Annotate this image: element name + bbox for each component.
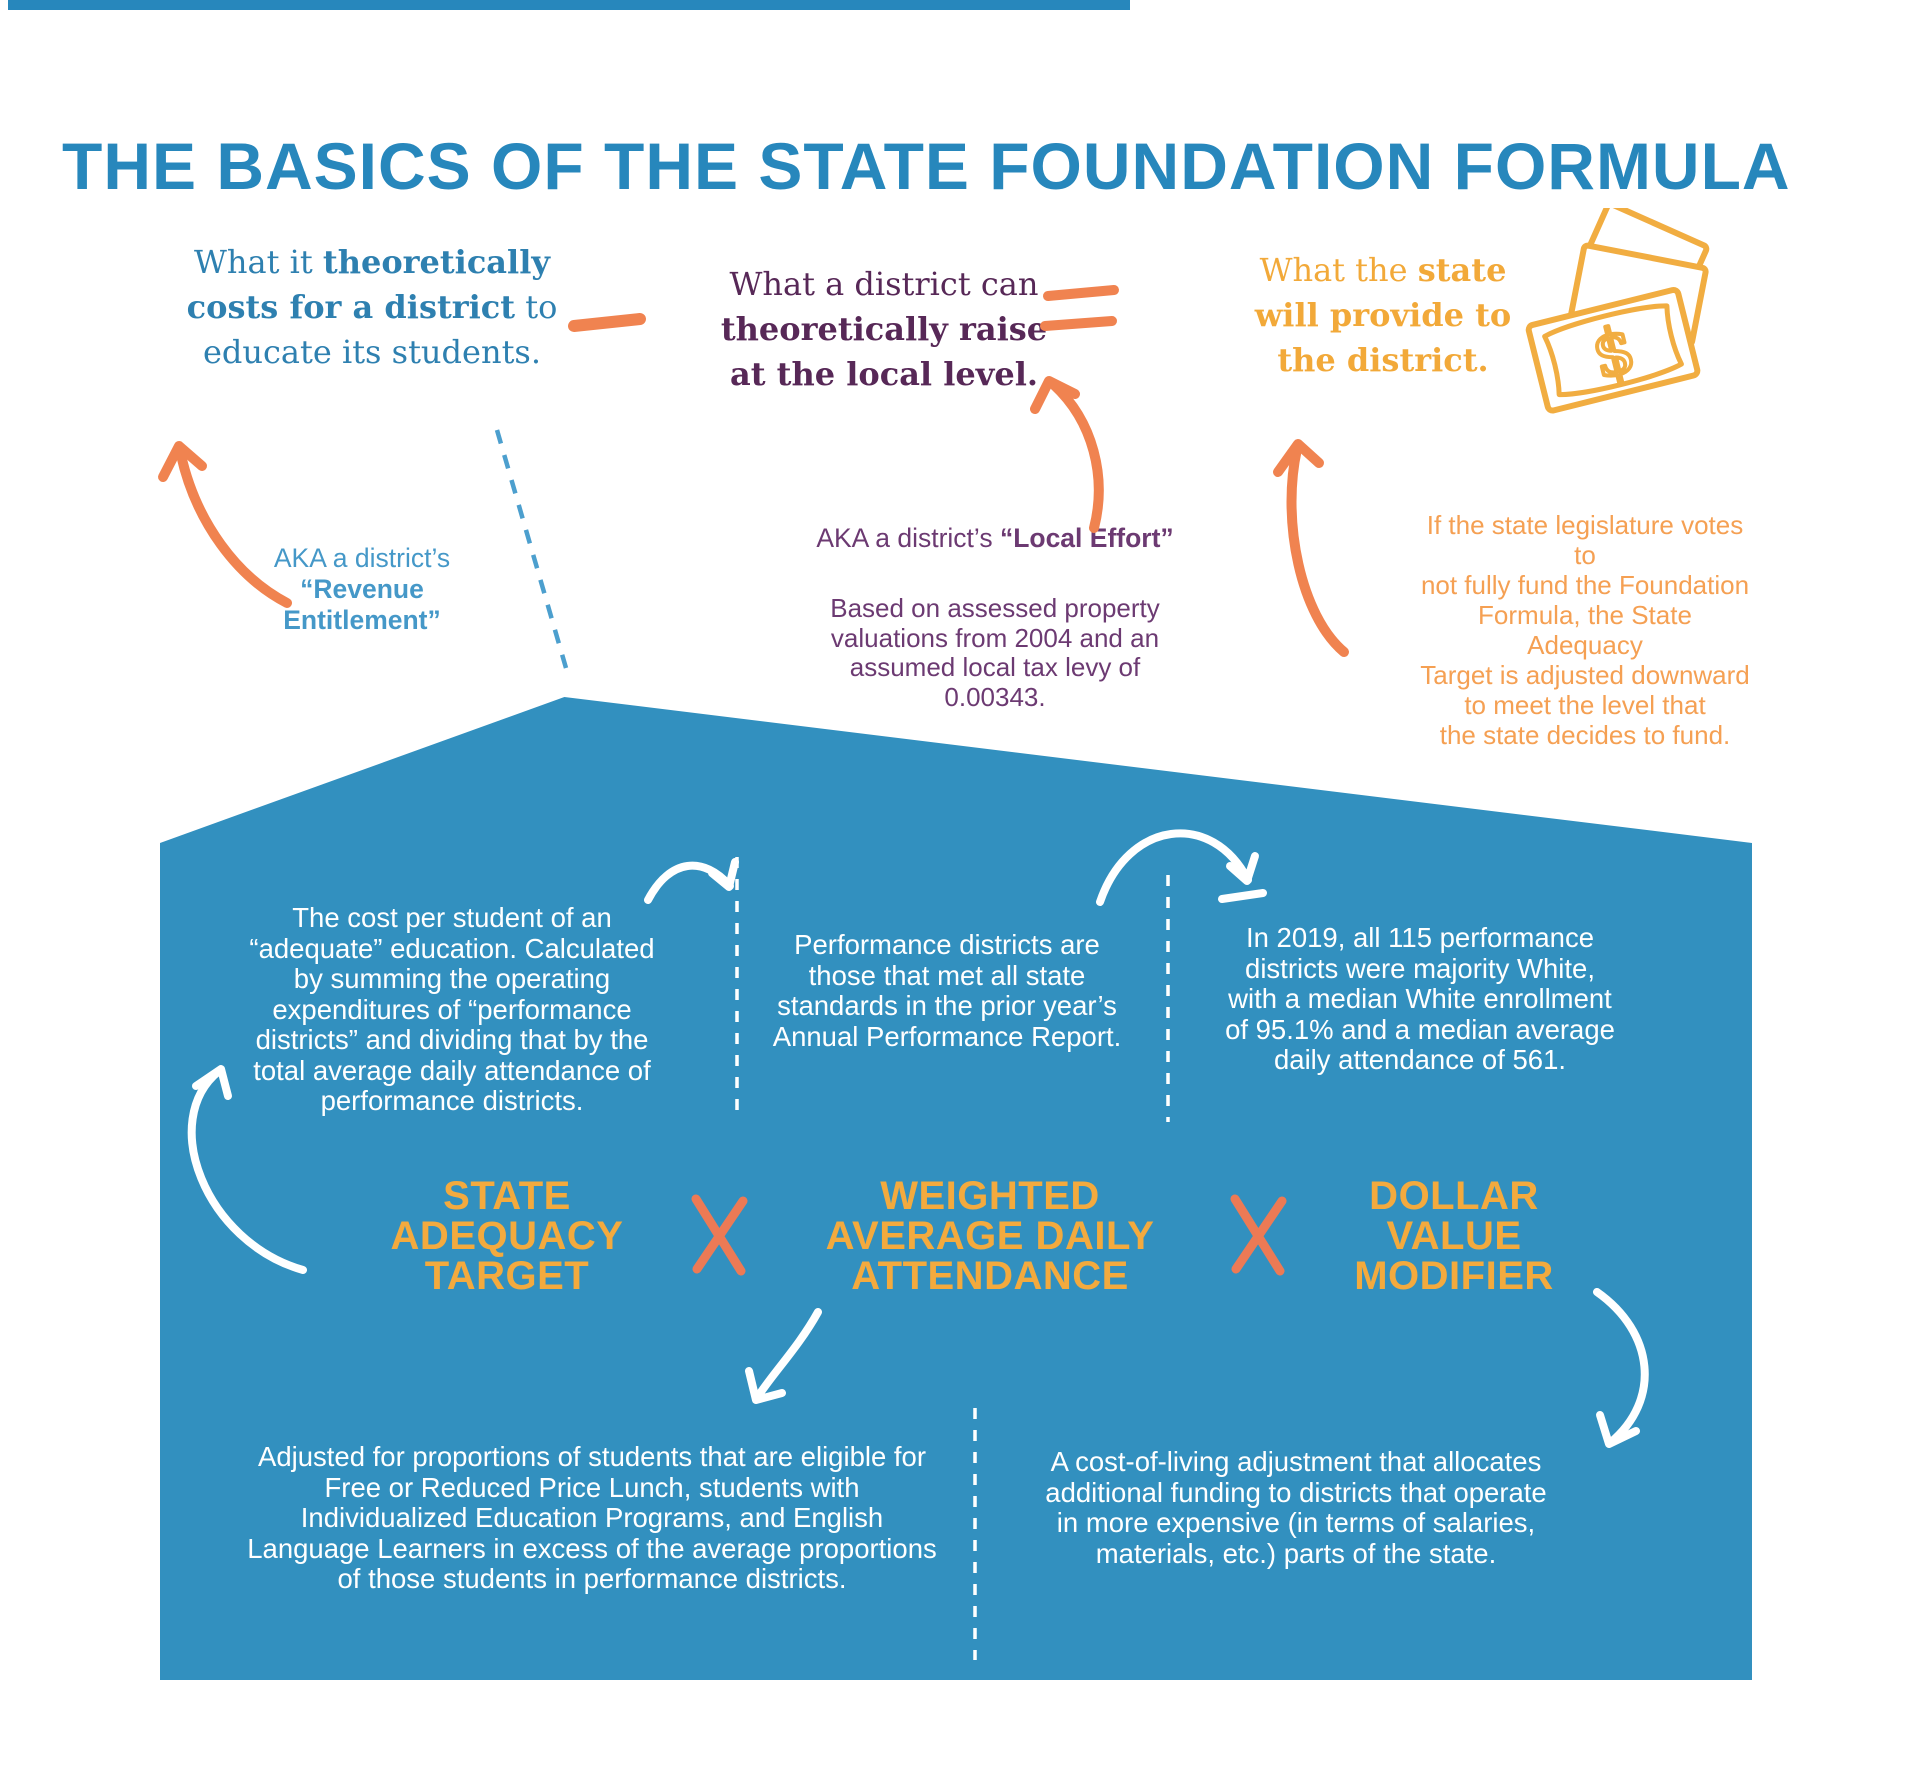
state-adequacy-target-term: STATE ADEQUACY TARGET (390, 1174, 624, 1298)
state-funding-annotation: If the state legislature votes to not fu… (1420, 510, 1750, 750)
demographics-note: In 2019, all 115 performance districts w… (1225, 922, 1615, 1075)
money-bills-icon: $ (1525, 208, 1710, 414)
arrow-to-cost-icon (158, 441, 292, 608)
top-accent-bar (8, 0, 1130, 10)
raise-line-3: at the local level. (730, 355, 1038, 393)
page-title: THE BASICS OF THE STATE FOUNDATION FORMU… (62, 129, 1791, 204)
raise-line-1: What a district can (729, 265, 1039, 303)
weighting-note: Adjusted for proportions of students tha… (247, 1441, 937, 1594)
cost-statement: What it theoretically costs for a distri… (187, 240, 558, 375)
state-provide-statement: What the state will provide to the distr… (1255, 248, 1511, 383)
equals-icon (1040, 285, 1119, 331)
local-effort-heading: AKA a district’s “Local Effort” (816, 523, 1174, 553)
minus-icon (568, 313, 646, 332)
dvm-note: A cost-of-living adjustment that allocat… (1045, 1446, 1547, 1569)
raise-line-2: theoretically raise (720, 310, 1048, 348)
performance-note: Performance districts are those that met… (772, 929, 1122, 1052)
arrow-to-provide-icon (1273, 439, 1349, 657)
dashed-connector-blue (494, 429, 569, 669)
local-effort-annotation: AKA a district’s “Local Effort” Based on… (816, 492, 1173, 743)
cost-line-3: educate its students. (202, 333, 542, 371)
adequacy-note: The cost per student of an “adequate” ed… (249, 902, 655, 1116)
cost-line-1: What it theoretically (194, 243, 550, 281)
weighted-average-daily-attendance-term: WEIGHTED AVERAGE DAILY ATTENDANCE (825, 1174, 1155, 1298)
provide-line-2: will provide to (1254, 296, 1512, 334)
provide-line-3: the district. (1277, 341, 1489, 379)
foundation-formula-panel (160, 697, 1752, 1680)
cost-line-2: costs for a district to (186, 288, 558, 326)
provide-line-1: What the state (1259, 251, 1507, 289)
bill-front: $ (1525, 286, 1701, 414)
revenue-entitlement-annotation: AKA a district’s“Revenue Entitlement” (273, 543, 451, 635)
local-effort-body: Based on assessed property valuations fr… (830, 593, 1160, 712)
local-raise-statement: What a district can theoretically raise … (721, 262, 1047, 397)
dollar-value-modifier-term: DOLLAR VALUE MODIFIER (1354, 1174, 1554, 1298)
